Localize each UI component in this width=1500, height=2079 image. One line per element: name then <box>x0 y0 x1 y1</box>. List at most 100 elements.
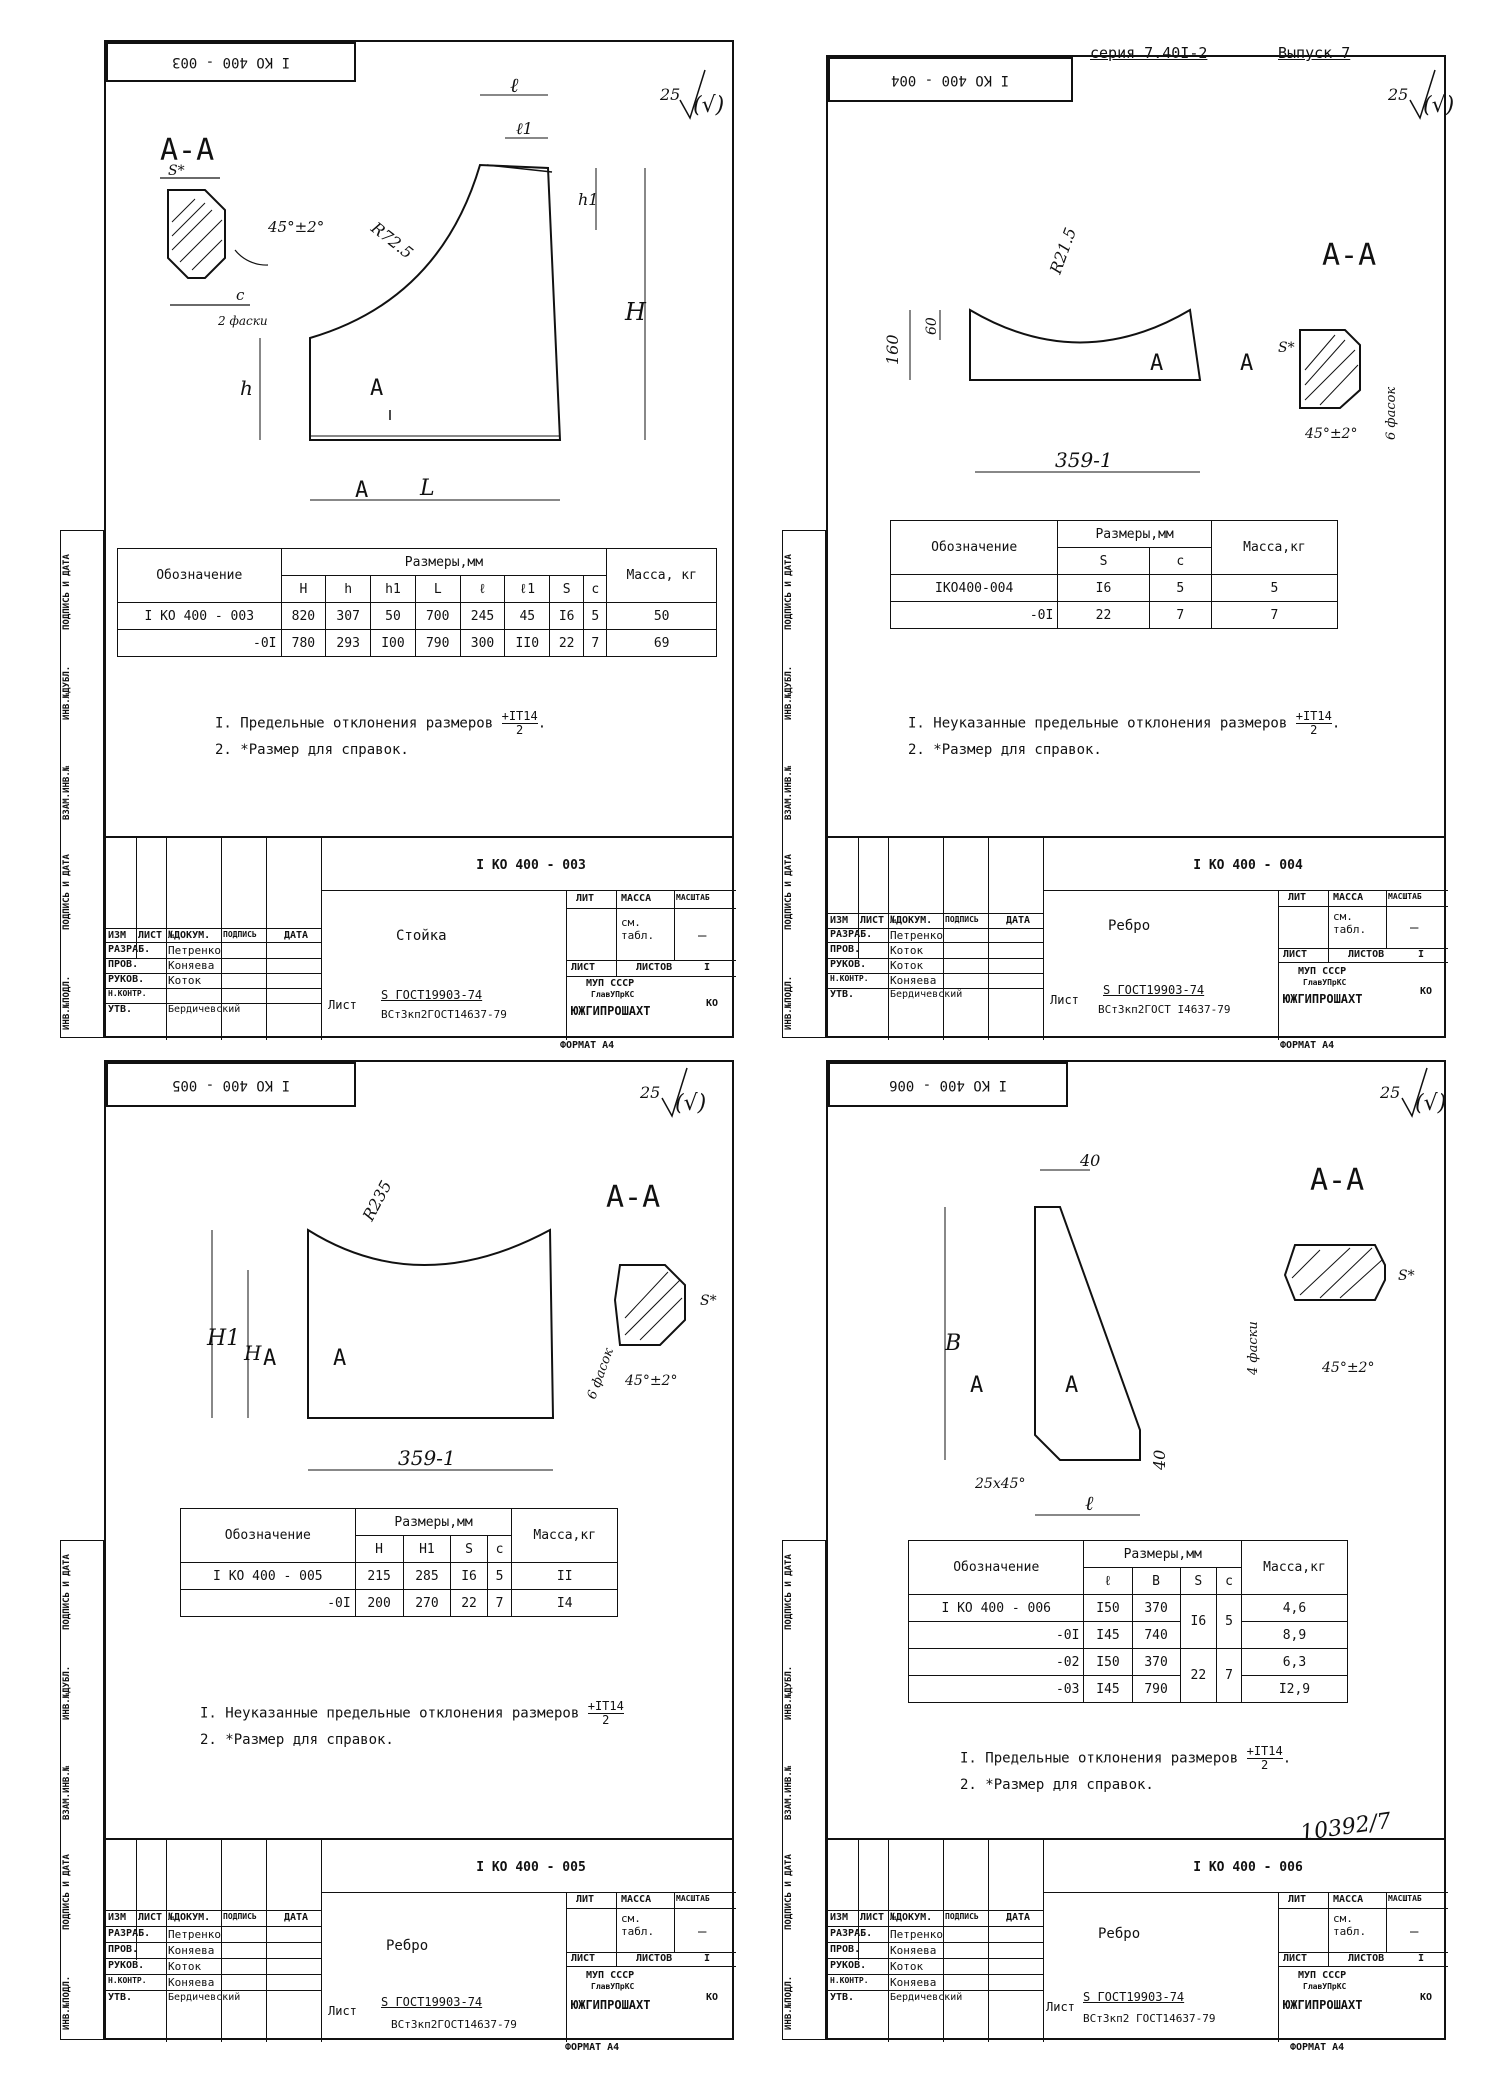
format-label: ФОРМАТ А4 <box>560 1040 615 1051</box>
table-sub: L <box>414 575 461 603</box>
margin-label: ИНВ.№ДУБЛ. <box>784 1665 794 1720</box>
tb-col-date: ДАТА <box>284 1912 309 1923</box>
tb-sheets: ЛИСТОВ <box>1348 1953 1385 1964</box>
tb-material-2: ВСт3кп2ГОСТ14637-79 <box>391 2018 517 2031</box>
table-cell: IКО400-004 <box>889 574 1059 602</box>
table-cell: I2,9 <box>1240 1675 1349 1703</box>
table-cell: I6 <box>1057 574 1150 602</box>
svg-text:45°±2°: 45°±2° <box>624 1373 677 1389</box>
tb-sheets-value: I <box>704 1953 711 1964</box>
table-cell: -02 <box>907 1648 1085 1676</box>
tb-org-code: КО <box>1420 986 1433 997</box>
tb-material-2: ВСт3кп2 ГОСТ14637-79 <box>1083 2012 1216 2025</box>
svg-text:25x45°: 25x45° <box>974 1476 1026 1492</box>
table-row: I КО 400 - 005 215 285 I6 5 II <box>180 1562 618 1590</box>
tb-material-1: S ГОСТ19903-74 <box>1083 1990 1185 2004</box>
tb-col-doc: №ДОКУМ. <box>890 915 933 926</box>
tb-material-2: ВСт3кп2ГОСТ I4637-79 <box>1098 1003 1231 1016</box>
table-sub: ℓ1 <box>504 575 551 603</box>
svg-text:40: 40 <box>1079 1151 1100 1170</box>
tb-sheet: ЛИСТ <box>571 1953 596 1964</box>
tb-person: Коток <box>890 959 924 972</box>
table-row: -0I 22 7 7 <box>889 601 1339 629</box>
table-cell: 50 <box>606 602 717 630</box>
tb-org-2: ГлавУПрКС <box>1303 978 1347 987</box>
table-cell: 293 <box>325 629 372 657</box>
tb-role: УТВ. <box>830 989 855 1000</box>
svg-text:А: А <box>355 478 368 503</box>
tb-person: Бердичевский <box>168 1992 241 2003</box>
svg-text:2 фаски: 2 фаски <box>217 314 268 328</box>
tb-part-name: Ребро <box>386 1938 429 1954</box>
svg-text:(√): (√) <box>675 1091 706 1116</box>
tb-material-2: ВСт3кп2ГОСТ14637-79 <box>381 1008 507 1021</box>
tb-role: РУКОВ. <box>108 1960 145 1971</box>
svg-text:А-А: А-А <box>1310 1163 1364 1198</box>
note-2: 2. *Размер для справок. <box>908 742 1102 758</box>
tb-person: Бердичевский <box>890 1992 963 2003</box>
drawing-code-box: I КО 400 - 003 <box>106 42 356 82</box>
tb-part-name: Ребро <box>1098 1926 1141 1942</box>
margin-label: ПОДПИСЬ И ДАТА <box>784 554 794 630</box>
svg-text:25: 25 <box>1387 85 1408 104</box>
tb-lit: ЛИТ <box>576 1894 595 1905</box>
tb-col-doc: №ДОКУМ. <box>168 1912 211 1923</box>
tb-org-code: КО <box>1420 1992 1433 2003</box>
table-cell: 7 <box>1148 601 1212 629</box>
series-label: серия 7.40I-2 <box>1090 44 1208 62</box>
drawing-code-box: I КО 400 - 005 <box>106 1062 356 1107</box>
table-cell: 300 <box>459 629 506 657</box>
table-cell: -03 <box>907 1675 1085 1703</box>
note-1: I. Неуказанные предельные отклонения раз… <box>908 709 1341 737</box>
tb-org-1: МУП СССР <box>1298 966 1347 977</box>
tb-role: РУКОВ. <box>108 974 145 985</box>
tb-col-izm: ИЗМ <box>830 1912 849 1923</box>
table-header-mass: Масса,кг <box>1210 520 1339 575</box>
svg-text:c: c <box>236 286 245 304</box>
table-cell: I6 <box>450 1562 488 1590</box>
table-cell: 22 <box>1057 601 1150 629</box>
margin-label: ВЗАМ.ИНВ.№ <box>784 765 794 820</box>
tb-role: Н.КОНТР. <box>830 974 869 983</box>
tb-role: РАЗРАБ. <box>830 1928 873 1939</box>
table-cell: I45 <box>1083 1675 1133 1703</box>
spec-table-005: Обозначение Размеры,мм Масса,кг H H1 S c… <box>180 1508 618 1617</box>
tb-material-1: S ГОСТ19903-74 <box>1103 983 1205 997</box>
table-cell: 69 <box>606 629 717 657</box>
tb-org-code: КО <box>706 998 719 1009</box>
note-2: 2. *Размер для справок. <box>960 1777 1154 1793</box>
tb-code: I КО 400 - 004 <box>1193 858 1303 873</box>
tb-sheets-value: I <box>704 962 711 973</box>
note-2: 2. *Размер для справок. <box>215 742 409 758</box>
svg-text:(√): (√) <box>1423 93 1454 118</box>
tb-material-1: S ГОСТ19903-74 <box>381 988 483 1002</box>
tb-lit: ЛИТ <box>1288 1894 1307 1905</box>
svg-text:h: h <box>240 376 253 400</box>
table-cell: -0I <box>180 1589 356 1617</box>
title-block-006: I КО 400 - 006 ИЗМ ЛИСТ №ДОКУМ. ПОДПИСЬ … <box>826 1838 1448 2042</box>
table-cell: II <box>511 1562 618 1590</box>
tb-role: ПРОВ. <box>830 1944 861 1955</box>
table-cell: -0I <box>907 1621 1085 1649</box>
svg-text:359-1: 359-1 <box>1055 448 1113 472</box>
tb-col-doc: №ДОКУМ. <box>168 930 211 941</box>
table-cell: II0 <box>504 629 551 657</box>
tb-org-1: МУП СССР <box>1298 1970 1347 1981</box>
margin-label: ПОДПИСЬ И ДАТА <box>62 1554 72 1630</box>
tb-list-word: Лист <box>328 2004 357 2018</box>
tb-code: I КО 400 - 006 <box>1193 1860 1303 1875</box>
notes-004: I. Неуказанные предельные отклонения раз… <box>908 710 1340 763</box>
table-sub: H <box>280 575 327 603</box>
table-cell: I50 <box>1083 1594 1133 1622</box>
svg-text:А: А <box>370 376 383 401</box>
tb-scale: МАСШТАБ <box>1388 1894 1422 1903</box>
table-header-sizes: Размеры,мм <box>280 548 608 576</box>
tb-role: ПРОВ. <box>830 944 861 955</box>
tb-lit: ЛИТ <box>576 893 595 904</box>
table-cell: 5 <box>1210 574 1339 602</box>
table-sub: S <box>1179 1567 1218 1595</box>
tb-role: РУКОВ. <box>830 959 867 970</box>
svg-text:25: 25 <box>639 1083 660 1102</box>
